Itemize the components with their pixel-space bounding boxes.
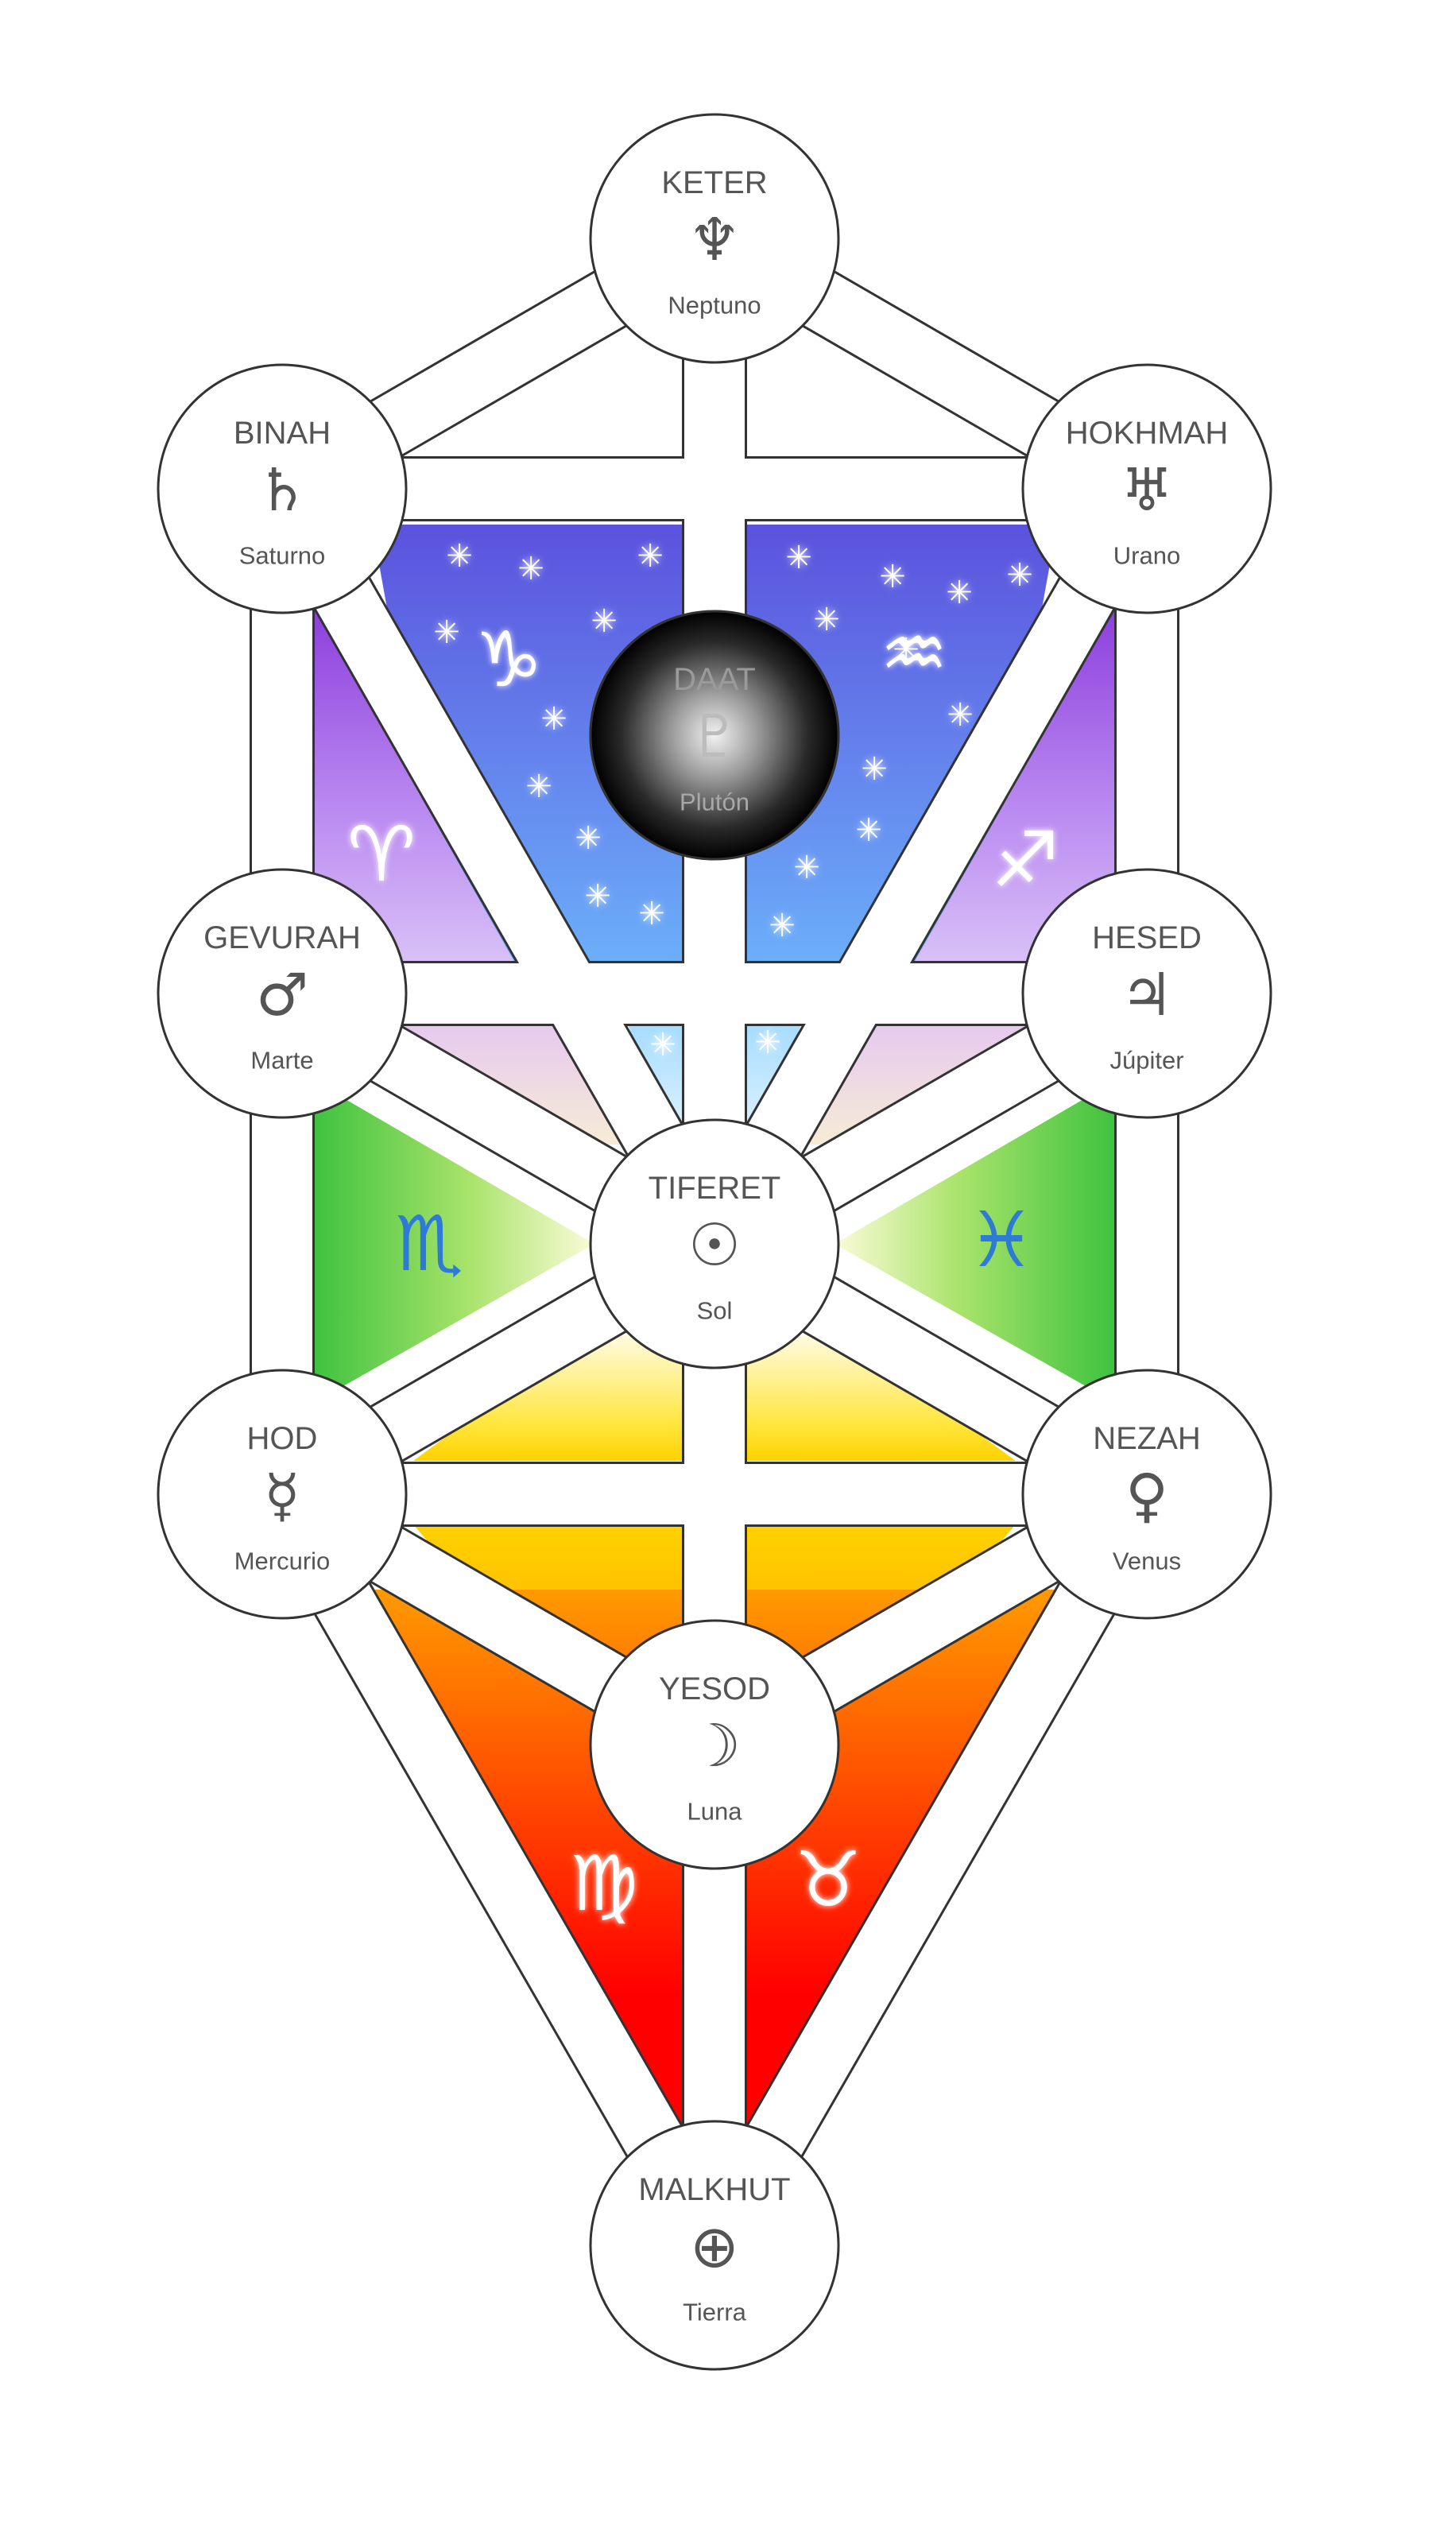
right-green-triangle [834, 1081, 1115, 1403]
aries-icon: ♈ [347, 810, 416, 899]
planet-name: Luna [687, 1798, 743, 1826]
sefira-daat: DAAT ♇ Plutón [673, 662, 756, 816]
planet-hokhmah-icon: ♅ [1121, 456, 1173, 525]
star-icon: ✳ [637, 538, 664, 575]
sefira-name: HOD [247, 1421, 318, 1456]
star-icon: ✳ [525, 769, 552, 805]
planet-hesed-icon: ♃ [1121, 961, 1173, 1029]
star-icon: ✳ [754, 1024, 781, 1061]
daat-sphere-overlay [589, 610, 840, 861]
planet-nezah-icon: ♀ [1125, 1462, 1168, 1530]
star-icon: ✳ [813, 602, 840, 638]
planet-daat-icon: ♇ [688, 703, 741, 771]
star-icon: ✳ [446, 538, 473, 575]
star-icon: ✳ [591, 603, 618, 640]
star-icon: ✳ [861, 751, 888, 788]
planet-name: Urano [1113, 542, 1180, 570]
star-icon: ✳ [433, 614, 460, 651]
star-icon: ✳ [584, 878, 611, 915]
star-icon: ✳ [769, 908, 796, 944]
sefira-hesed: HESED ♃ Júpiter [1021, 868, 1272, 1119]
planet-name: Tierra [683, 2299, 747, 2326]
star-icon: ✳ [785, 540, 812, 576]
sefira-circle [589, 1118, 840, 1369]
sefira-yesod: YESOD ☽ Luna [589, 1619, 840, 1870]
path-nezah-malkhut [688, 1479, 1173, 2260]
sefira-name: NEZAH [1093, 1421, 1201, 1456]
virgo-icon: ♍ [570, 1839, 638, 1928]
sagittarius-icon: ♐ [991, 815, 1059, 904]
sefira-circle [157, 1369, 408, 1620]
sefira-circle [1021, 868, 1272, 1119]
star-icon: ✳ [540, 701, 567, 738]
sefira-tiferet: TIFERET ☉ Sol [589, 1118, 840, 1369]
planet-yesod-icon: ☽ [688, 1712, 741, 1780]
star-icon: ✳ [575, 820, 602, 857]
scorpio-icon: ♏ [395, 1199, 463, 1288]
sefira-name: GEVURAH [203, 920, 361, 955]
sefira-circle [1021, 363, 1272, 614]
sefira-name: KETER [661, 165, 767, 200]
sefira-name: DAAT [673, 662, 756, 697]
star-icon: ✳ [879, 559, 906, 595]
planet-malkhut-icon: ⊕ [690, 2213, 739, 2281]
sefira-name: TIFERET [649, 1171, 781, 1206]
sefira-keter: KETER ♆ Neptuno [589, 113, 840, 364]
planet-gevurah-icon: ♂ [256, 961, 308, 1029]
planet-name: Saturno [239, 542, 326, 570]
sefira-malkhut: MALKHUT ⊕ Tierra [589, 2120, 840, 2371]
planet-name: Neptuno [668, 292, 761, 320]
sefira-name: HOKHMAH [1066, 416, 1228, 451]
sefira-name: YESOD [659, 1671, 770, 1706]
sefira-circle [589, 2120, 840, 2371]
star-icon: ✳ [855, 812, 882, 849]
planet-hod-icon: ☿ [264, 1462, 300, 1530]
sefira-binah: BINAH ♄ Saturno [157, 363, 408, 614]
planet-binah-icon: ♄ [256, 456, 308, 525]
sefira-circle [589, 1619, 840, 1870]
star-icon: ✳ [517, 551, 544, 587]
sefira-hokhmah: HOKHMAH ♅ Urano [1021, 363, 1272, 614]
sefira-gevurah: GEVURAH ♂ Marte [157, 868, 408, 1119]
sefira-circle [1021, 1369, 1272, 1620]
taurus-icon: ♉ [794, 1835, 862, 1924]
star-icon: ✳ [946, 575, 973, 611]
planet-name: Júpiter [1109, 1047, 1183, 1075]
star-icon: ✳ [893, 632, 920, 668]
sefira-circle [157, 868, 408, 1119]
sefira-name: MALKHUT [638, 2172, 790, 2207]
sefira-hod: HOD ☿ Mercurio [157, 1369, 408, 1620]
pisces-icon: ♓ [967, 1195, 1036, 1284]
planet-tiferet-icon: ☉ [688, 1211, 741, 1280]
star-field: ✳✳✳✳✳✳✳✳✳✳✳✳✳✳✳✳✳✳✳✳✳✳✳ [433, 538, 1033, 1063]
capricorn-icon: ♑ [474, 615, 543, 704]
planet-keter-icon: ♆ [688, 206, 741, 274]
sefira-circle [589, 113, 840, 364]
star-icon: ✳ [793, 850, 820, 886]
planet-name: Marte [250, 1047, 313, 1075]
path-hod-malkhut [256, 1479, 741, 2260]
sefira-nezah: NEZAH ♀ Venus [1021, 1369, 1272, 1620]
path-hokhmah-tiferet [688, 474, 1173, 1259]
sefira-circle [157, 363, 408, 614]
planet-name: Mercurio [234, 1547, 331, 1575]
left-green-triangle [314, 1081, 594, 1403]
sefira-name: HESED [1092, 920, 1202, 955]
sefira-name: BINAH [234, 416, 331, 451]
planet-name: Venus [1113, 1547, 1181, 1575]
star-icon: ✳ [638, 896, 665, 932]
star-icon: ✳ [1006, 557, 1033, 594]
star-icon: ✳ [947, 697, 974, 734]
aquarius-icon: ♒ [880, 609, 948, 698]
path-binah-tiferet [256, 474, 741, 1259]
star-icon: ✳ [649, 1027, 676, 1063]
planet-name: Plutón [680, 788, 749, 816]
planet-name: Sol [697, 1297, 733, 1325]
